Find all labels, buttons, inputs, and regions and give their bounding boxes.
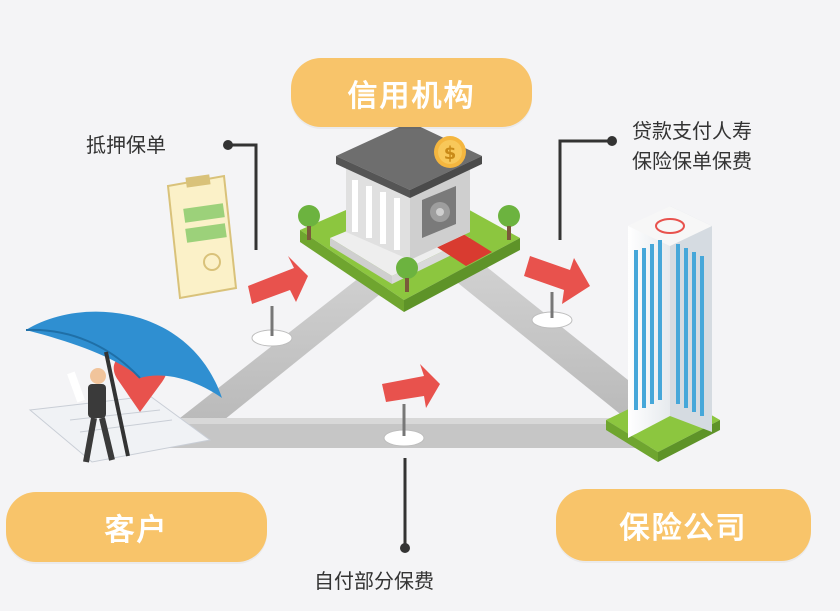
label-loan-payment: 贷款支付人寿 保险保单保费 — [632, 116, 752, 176]
node-credit-institution: 信用机构 — [291, 58, 532, 127]
insurance-tower — [606, 206, 720, 462]
node-insurance-company: 保险公司 — [556, 489, 811, 561]
label-loan-payment-line2: 保险保单保费 — [632, 149, 752, 173]
label-pledge-policy: 抵押保单 — [86, 133, 166, 157]
svg-text:$: $ — [444, 143, 457, 164]
leader-lines — [228, 139, 612, 548]
node-customer: 客户 — [6, 492, 267, 562]
leader-dots — [223, 136, 617, 553]
arrow-customer-to-bank — [248, 256, 308, 347]
label-self-pay: 自付部分保费 — [314, 569, 434, 593]
customer-figure — [25, 311, 222, 463]
label-loan-payment-line1: 贷款支付人寿 — [632, 119, 752, 143]
arrow-customer-to-insurer — [382, 364, 440, 447]
policy-document-icon — [166, 174, 238, 300]
arrow-bank-to-insurer — [524, 256, 590, 329]
bank-building: $ — [298, 122, 520, 312]
